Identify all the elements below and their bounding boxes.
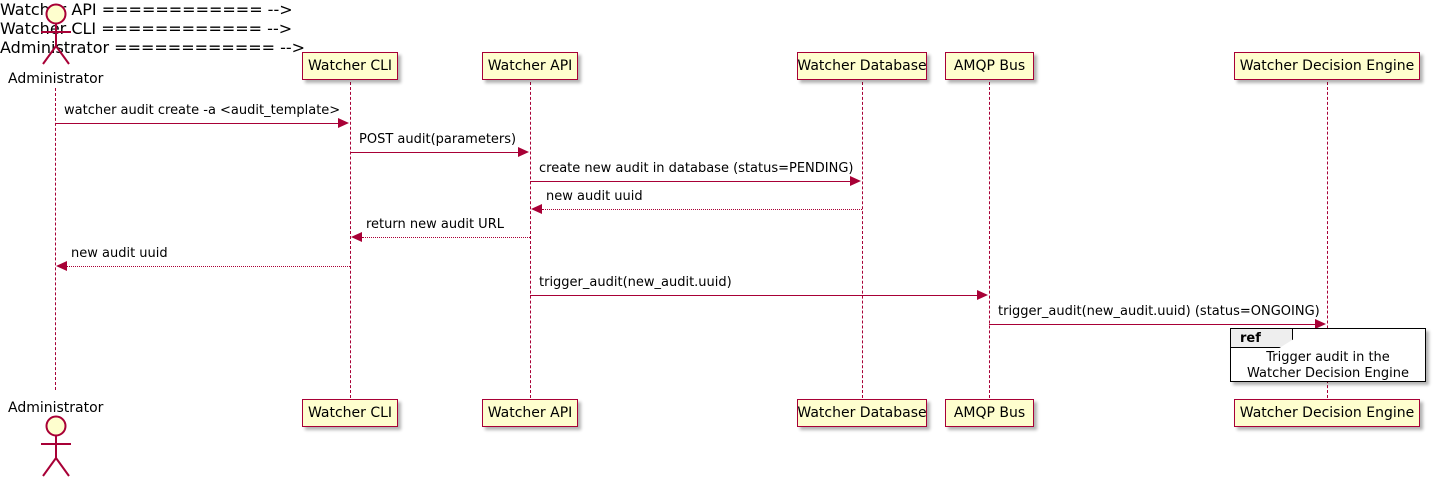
message-arrowhead-left xyxy=(56,261,67,271)
message-label: create new audit in database (status=PEN… xyxy=(539,161,854,176)
participant-watcher-cli-top[interactable]: Watcher CLI xyxy=(302,52,398,80)
message-arrowhead-right xyxy=(1315,319,1326,329)
message-arrowhead-right xyxy=(338,118,349,128)
participant-watcher-api-top[interactable]: Watcher API xyxy=(482,52,578,80)
message-label: watcher audit create -a <audit_template> xyxy=(64,103,341,118)
lifeline-watcher-decision-engine xyxy=(1327,82,1328,398)
actor-stick-figure-icon xyxy=(41,415,71,477)
ref-fragment-line-1: Trigger audit in the xyxy=(1266,350,1390,365)
message-line xyxy=(530,181,851,182)
actor-administrator-bottom xyxy=(30,414,82,478)
message-arrowhead-left xyxy=(531,204,542,214)
message-line xyxy=(350,152,519,153)
participant-watcher-database-top[interactable]: Watcher Database xyxy=(797,52,927,80)
message-arrowhead-right xyxy=(977,290,988,300)
actor-label-administrator-top: Administrator xyxy=(8,71,104,87)
message-label: trigger_audit(new_audit.uuid) (status=ON… xyxy=(998,304,1320,319)
message-line xyxy=(362,237,530,238)
message-arrowhead-left xyxy=(351,232,362,242)
message-arrowhead-right xyxy=(850,176,861,186)
actor-stick-figure-icon xyxy=(41,3,71,65)
participant-watcher-decision-engine-top[interactable]: Watcher Decision Engine xyxy=(1234,52,1420,80)
lifeline-watcher-cli xyxy=(350,82,351,398)
ref-fragment-tab-label: ref xyxy=(1240,330,1261,346)
participant-amqp-bus-top[interactable]: AMQP Bus xyxy=(945,52,1034,80)
message-label: POST audit(parameters) xyxy=(359,132,517,147)
actor-administrator-top xyxy=(30,2,82,66)
message-line xyxy=(55,123,339,124)
actor-label-administrator-bottom: Administrator xyxy=(8,400,104,416)
lifeline-administrator xyxy=(55,88,56,390)
message-label: return new audit URL xyxy=(366,217,504,232)
message-arrowhead-right xyxy=(518,147,529,157)
participant-watcher-cli-bottom[interactable]: Watcher CLI xyxy=(302,399,398,427)
message-line xyxy=(989,324,1316,325)
message-line xyxy=(542,209,862,210)
lifeline-watcher-database xyxy=(862,82,863,398)
participant-watcher-database-bottom[interactable]: Watcher Database xyxy=(797,399,927,427)
participant-watcher-api-bottom[interactable]: Watcher API xyxy=(482,399,578,427)
message-line xyxy=(67,266,350,267)
message-label: new audit uuid xyxy=(546,189,643,204)
participant-amqp-bus-bottom[interactable]: AMQP Bus xyxy=(945,399,1034,427)
ref-fragment-tab: ref xyxy=(1231,329,1293,348)
lifeline-watcher-api xyxy=(530,82,531,398)
message-label: new audit uuid xyxy=(71,246,168,261)
message-label: trigger_audit(new_audit.uuid) xyxy=(539,275,732,290)
ref-fragment-line-2: Watcher Decision Engine xyxy=(1247,366,1409,381)
participant-watcher-decision-engine-bottom[interactable]: Watcher Decision Engine xyxy=(1234,399,1420,427)
ref-fragment: ref Trigger audit in the Watcher Decisio… xyxy=(1230,328,1426,382)
ref-fragment-body: Trigger audit in the Watcher Decision En… xyxy=(1231,350,1425,382)
message-line xyxy=(530,295,978,296)
lifeline-amqp-bus xyxy=(989,82,990,398)
